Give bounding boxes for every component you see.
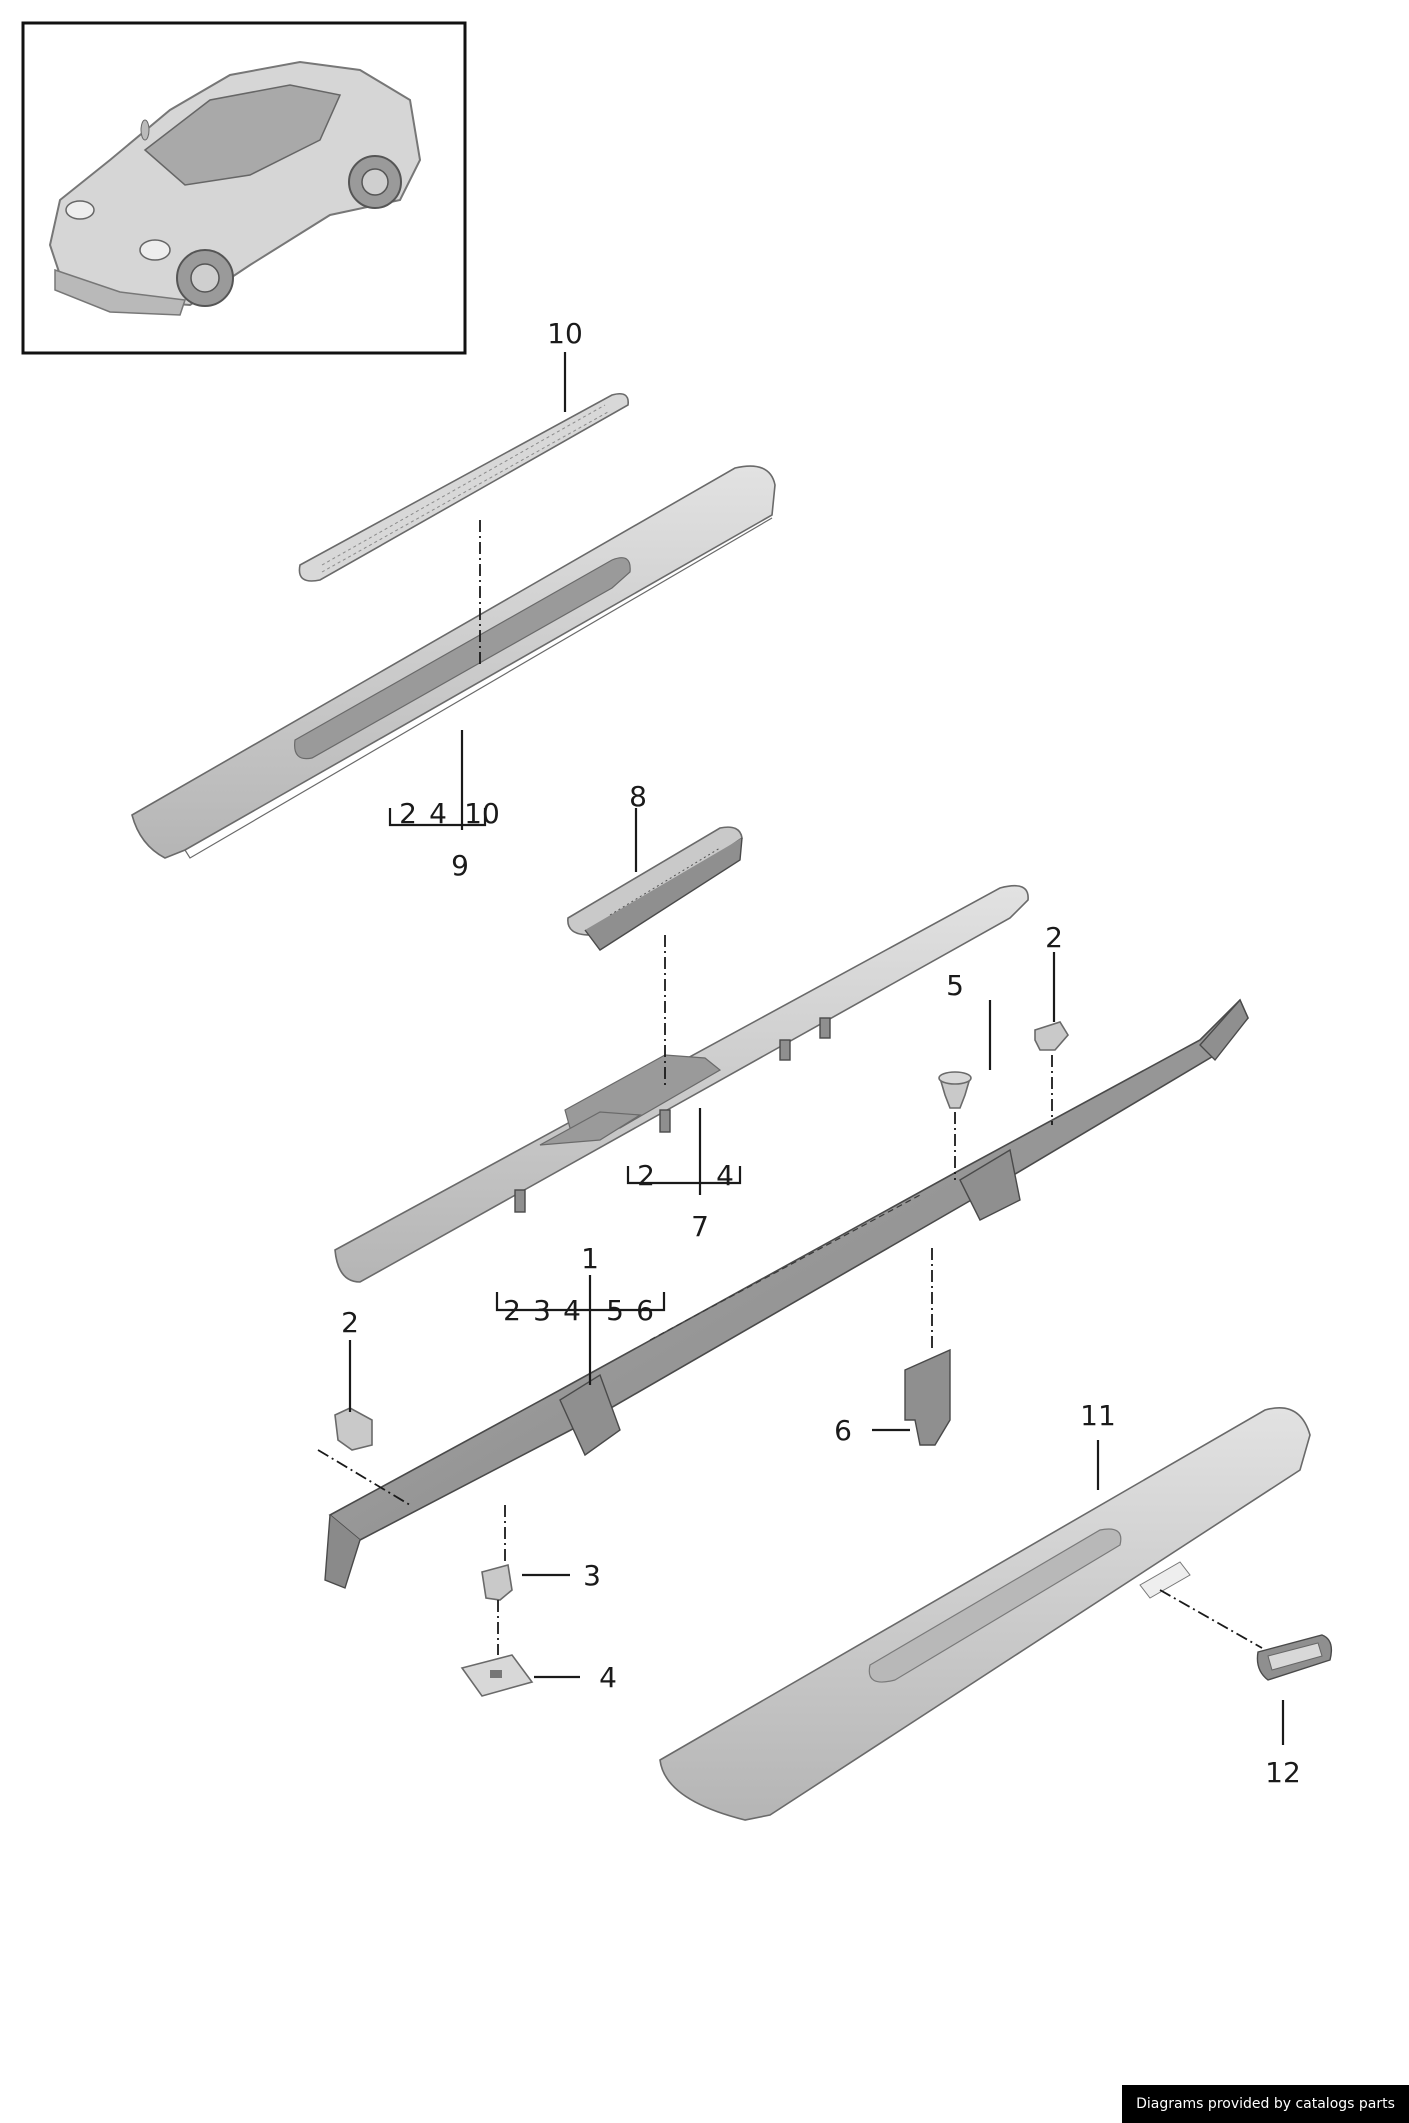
part-10-entry-strip (298, 392, 629, 582)
part-2-left-clip (334, 1407, 373, 1451)
part-3-nut-clip (481, 1563, 513, 1601)
callout-9-group-a: 2 (399, 797, 417, 830)
callout-2-left: 2 (341, 1306, 359, 1339)
diagram-credit-footer: Diagrams provided by catalogs parts (1122, 2085, 1409, 2123)
callout-9-group-c: 10 (464, 797, 500, 830)
callout-12: 12 (1265, 1756, 1301, 1789)
callout-9: 9 (451, 849, 469, 882)
callout-6: 6 (834, 1414, 852, 1447)
callout-7-group-b: 4 (716, 1159, 734, 1192)
part-2-right-clip (1034, 1021, 1069, 1051)
car-icon (48, 60, 422, 316)
callout-9-group-b: 4 (429, 797, 447, 830)
callout-1-group-d: 5 (606, 1294, 624, 1327)
part-12-lens (1256, 1634, 1333, 1681)
part-5-push-clip (938, 1071, 972, 1109)
callout-1-group-a: 2 (503, 1294, 521, 1327)
part-4-pad (460, 1654, 534, 1697)
part-9-sill-cover (131, 465, 776, 859)
callout-1-group-c: 4 (563, 1294, 581, 1327)
assembly-lines (317, 520, 1263, 1655)
callout-3: 3 (583, 1559, 601, 1592)
part-1-carrier-frame (324, 998, 1249, 1589)
leader-lines (348, 352, 1285, 1745)
part-8-switch-plate (567, 826, 743, 951)
callout-11: 11 (1080, 1399, 1116, 1432)
part-7-inner-sill-panel (334, 884, 1029, 1283)
callout-1-group-b: 3 (533, 1294, 551, 1327)
callout-labels: 10 2 4 10 9 8 2 4 7 5 2 1 2 3 4 5 6 2 6 … (341, 317, 1301, 1789)
callout-1-group-e: 6 (636, 1294, 654, 1327)
part-11-scuff-plate (659, 1406, 1311, 1821)
callout-4: 4 (599, 1661, 617, 1694)
callout-7-group-a: 2 (637, 1159, 655, 1192)
footer-credit-text: Diagrams provided by catalogs parts (1136, 2096, 1395, 2112)
callout-2-right: 2 (1045, 921, 1063, 954)
callout-7: 7 (691, 1210, 709, 1243)
callout-8: 8 (629, 780, 647, 813)
callout-1: 1 (581, 1242, 599, 1275)
vehicle-thumbnail (21, 21, 467, 355)
part-6-bracket (904, 1348, 951, 1446)
callout-5: 5 (946, 969, 964, 1002)
callout-10: 10 (547, 317, 583, 350)
